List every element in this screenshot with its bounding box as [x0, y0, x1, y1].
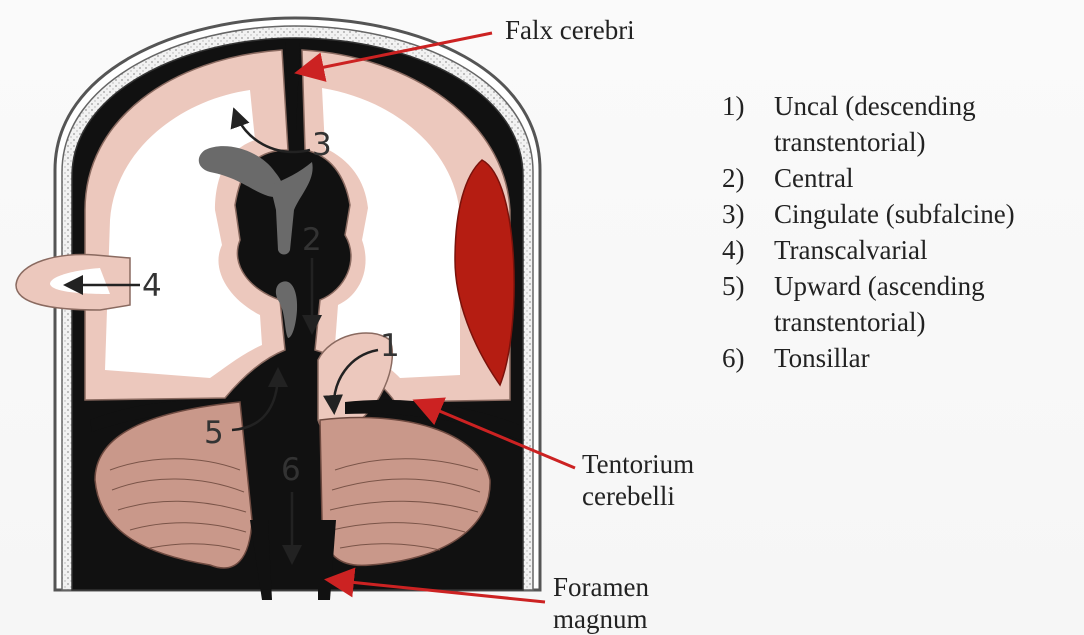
callout-falx-cerebri: Falx cerebri	[505, 14, 635, 46]
legend-item: 6) Tonsillar	[722, 340, 1082, 376]
herniation-types-legend: 1) Uncal (descending transtentorial) 2) …	[722, 88, 1082, 376]
legend-text: Cingulate (subfalcine)	[774, 196, 1082, 232]
callout-tentorium: Tentorium cerebelli	[582, 448, 694, 512]
legend-number: 1)	[722, 88, 745, 124]
legend-number: 5)	[722, 268, 745, 304]
legend-text: transtentorial)	[774, 124, 1082, 160]
legend-number: 3)	[722, 196, 745, 232]
label-6: 6	[281, 452, 301, 488]
label-1: 1	[380, 328, 400, 364]
callout-tentorium-line2: cerebelli	[582, 480, 694, 512]
legend-number: 4)	[722, 232, 745, 268]
legend-number: 2)	[722, 160, 745, 196]
label-3: 3	[312, 127, 332, 163]
label-4: 4	[142, 268, 162, 304]
legend-text: transtentorial)	[774, 304, 1082, 340]
legend-item: 4) Transcalvarial	[722, 232, 1082, 268]
callout-foramen-line2: magnum	[553, 603, 649, 635]
label-2: 2	[302, 222, 322, 258]
legend-text: Upward (ascending	[774, 268, 1082, 304]
legend-item: 5) Upward (ascending transtentorial)	[722, 268, 1082, 340]
legend-text: Uncal (descending	[774, 88, 1082, 124]
legend-text: Central	[774, 160, 1082, 196]
label-5: 5	[204, 415, 224, 451]
legend-item: 2) Central	[722, 160, 1082, 196]
legend-text: Tonsillar	[774, 340, 1082, 376]
callout-foramen: Foramen magnum	[553, 571, 649, 635]
legend-number: 6)	[722, 340, 745, 376]
callout-foramen-line1: Foramen	[553, 571, 649, 603]
callout-falx-text: Falx cerebri	[505, 14, 635, 46]
callout-tentorium-line1: Tentorium	[582, 448, 694, 480]
legend-item: 1) Uncal (descending transtentorial)	[722, 88, 1082, 160]
legend-text: Transcalvarial	[774, 232, 1082, 268]
legend-item: 3) Cingulate (subfalcine)	[722, 196, 1082, 232]
